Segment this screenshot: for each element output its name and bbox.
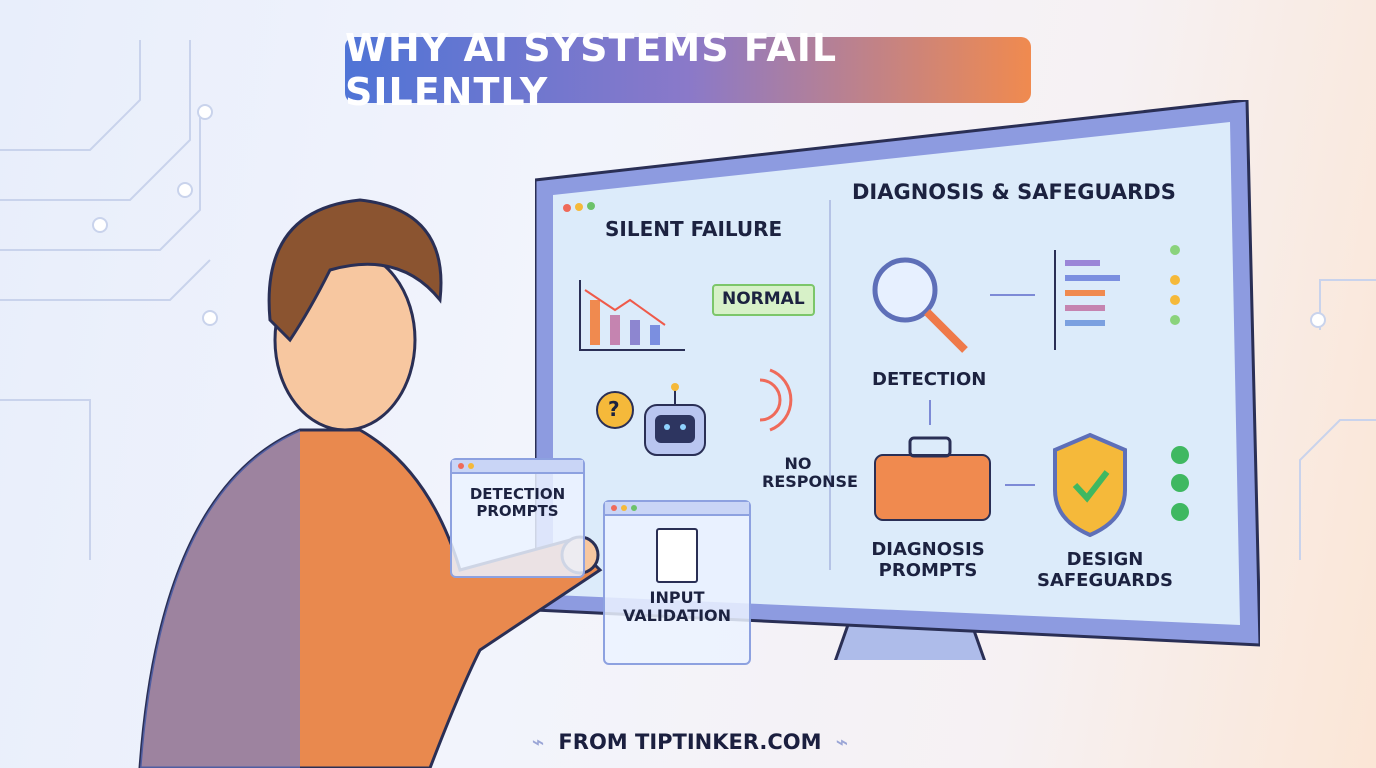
normal-badge: NORMAL [712,284,815,316]
diagnosis-safeguards-heading: DIAGNOSIS & SAFEGUARDS [852,180,1176,204]
detection-prompts-window[interactable]: DETECTION PROMPTS [450,458,585,578]
footer-credit: ⌁ FROM TIPTINKER.COM ⌁ [520,730,860,754]
footer-text: FROM TIPTINKER.COM [558,730,822,754]
question-bubble-icon [596,391,634,429]
input-validation-label: INPUT VALIDATION [622,588,732,626]
circuit-icon: ⌁ [531,730,545,754]
design-safeguards-label: DESIGN SAFEGUARDS [1036,549,1174,591]
silent-failure-heading: SILENT FAILURE [605,217,783,241]
page-title: WHY AI SYSTEMS FAIL SILENTLY [345,26,1031,114]
toolbox-icon [874,436,991,521]
document-icon [656,528,698,583]
diagnosis-prompts-label: DIAGNOSIS PROMPTS [871,539,985,581]
no-response-label: NO RESPONSE [762,454,858,492]
magnifier-icon [872,257,968,353]
circuit-icon: ⌁ [835,730,849,754]
person-illustration [138,198,603,768]
monitor [535,100,1260,660]
detection-label: DETECTION [872,369,987,390]
signal-waves-icon [759,368,793,432]
declining-chart-icon [579,280,685,351]
question-mark: ? [608,397,620,421]
data-list-icon [1054,245,1180,350]
detection-prompts-label: DETECTION PROMPTS [469,485,566,521]
robot-icon [644,383,706,456]
shield-check-icon [1053,432,1127,538]
input-validation-window[interactable]: INPUT VALIDATION [603,500,751,665]
